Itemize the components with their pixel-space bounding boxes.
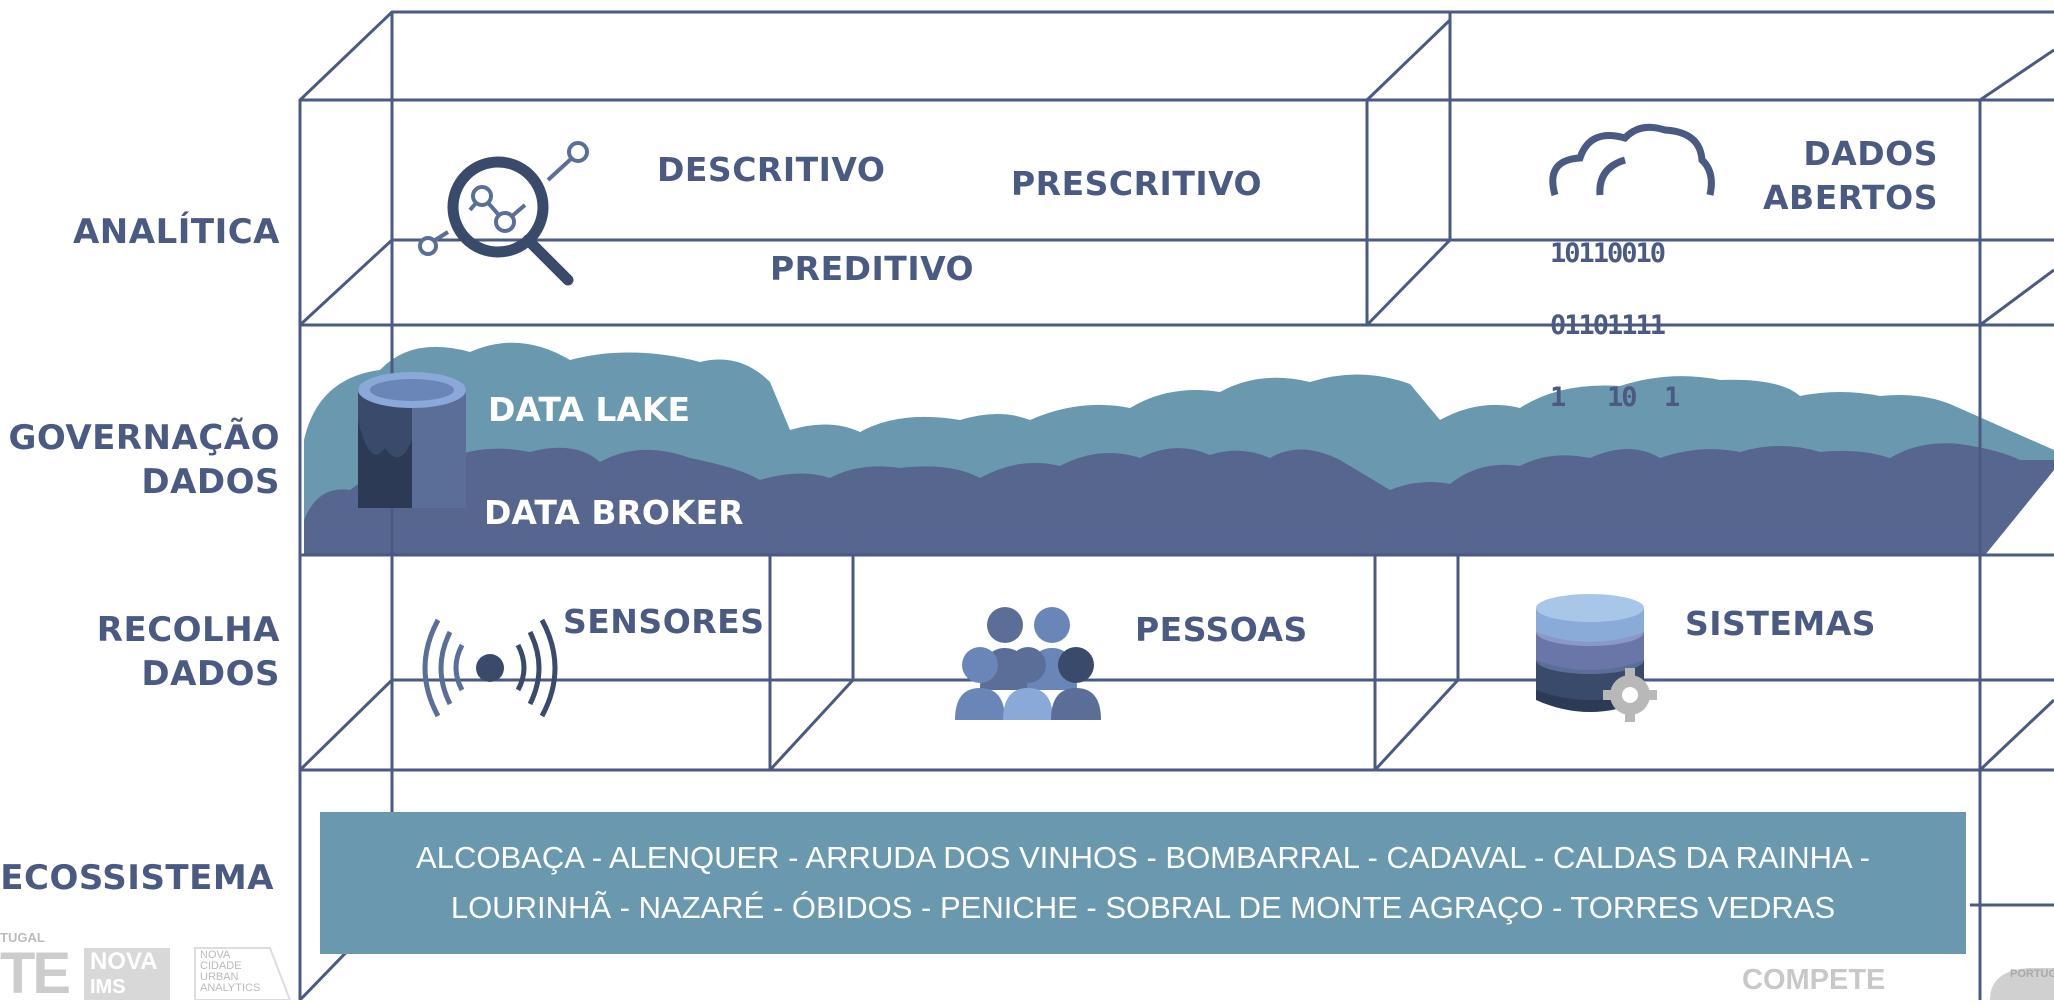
cloud-data-icon bbox=[1549, 123, 1715, 196]
logo-tugal-text: TUGAL bbox=[0, 930, 45, 945]
binary-digits: 10110010 01101111 1 10 1 bbox=[1550, 194, 1680, 458]
logo-nova-cidade-line4: ANALYTICS bbox=[200, 982, 261, 994]
data-lake-icon bbox=[358, 372, 466, 508]
logo-te-text: TE bbox=[0, 941, 71, 1006]
logo-ims-text: IMS bbox=[90, 976, 126, 998]
row-label-governacao: GOVERNAÇÃO DADOS bbox=[8, 416, 280, 504]
label-sistemas: SISTEMAS bbox=[1685, 604, 1877, 643]
row-label-recolha-line2: DADOS bbox=[141, 654, 280, 694]
label-dados-abertos-line1: DADOS bbox=[1803, 134, 1938, 173]
label-prescritivo: PRESCRITIVO bbox=[1011, 164, 1263, 203]
logo-shapes bbox=[84, 947, 2054, 1000]
label-pessoas: PESSOAS bbox=[1135, 610, 1308, 649]
label-preditivo: PREDITIVO bbox=[770, 249, 975, 288]
municipalities-line-1: ALCOBAÇA - ALENQUER - ARRUDA DOS VINHOS … bbox=[416, 840, 1870, 875]
people-group-icon bbox=[955, 607, 1101, 720]
row-label-recolha-line1: RECOLHA bbox=[96, 610, 280, 650]
label-dados-abertos-line2: ABERTOS bbox=[1763, 178, 1938, 217]
label-data-broker: DATA BROKER bbox=[484, 493, 744, 532]
municipalities-line-2: LOURINHÃ - NAZARÉ - ÓBIDOS - PENICHE - S… bbox=[450, 890, 1836, 925]
row-label-recolha: RECOLHA DADOS bbox=[97, 608, 280, 696]
logo-nova-text: NOVA bbox=[90, 948, 158, 975]
sensor-signal-icon bbox=[422, 618, 558, 718]
logo-compete-text: COMPETE bbox=[1742, 964, 1886, 996]
logo-nova-cidade-line2: CIDADE bbox=[200, 960, 242, 972]
row-label-analitica: ANALÍTICA bbox=[72, 212, 280, 252]
binary-line-2: 01101111 bbox=[1550, 310, 1666, 341]
logo-portugal-text: PORTUG bbox=[2010, 968, 2054, 980]
binary-line-1: 10110010 bbox=[1550, 238, 1666, 269]
row-label-governacao-line1: GOVERNAÇÃO bbox=[8, 418, 280, 458]
data-cloud-dark bbox=[304, 443, 2054, 555]
row-label-governacao-line2: DADOS bbox=[141, 462, 280, 502]
binary-line-3: 1 10 1 bbox=[1550, 382, 1680, 413]
row-label-ecossistema: ECOSSISTEMA bbox=[0, 858, 274, 898]
label-sensores: SENSORES bbox=[563, 602, 765, 641]
magnifier-analytics-icon bbox=[418, 141, 589, 286]
label-dados-abertos: DADOS ABERTOS bbox=[1760, 132, 1938, 220]
label-descritivo: DESCRITIVO bbox=[657, 150, 886, 189]
logo-nova-cidade: NOVA CIDADE URBAN ANALYTICS bbox=[200, 950, 260, 994]
database-systems-icon bbox=[1536, 594, 1657, 722]
municipalities-box: ALCOBAÇA - ALENQUER - ARRUDA DOS VINHOS … bbox=[320, 812, 1966, 954]
label-data-lake: DATA LAKE bbox=[488, 390, 691, 429]
wireframe-lines bbox=[298, 10, 2054, 1000]
logo-nova-cidade-line1: NOVA bbox=[200, 949, 231, 961]
logo-nova-cidade-line3: URBAN bbox=[200, 971, 239, 983]
